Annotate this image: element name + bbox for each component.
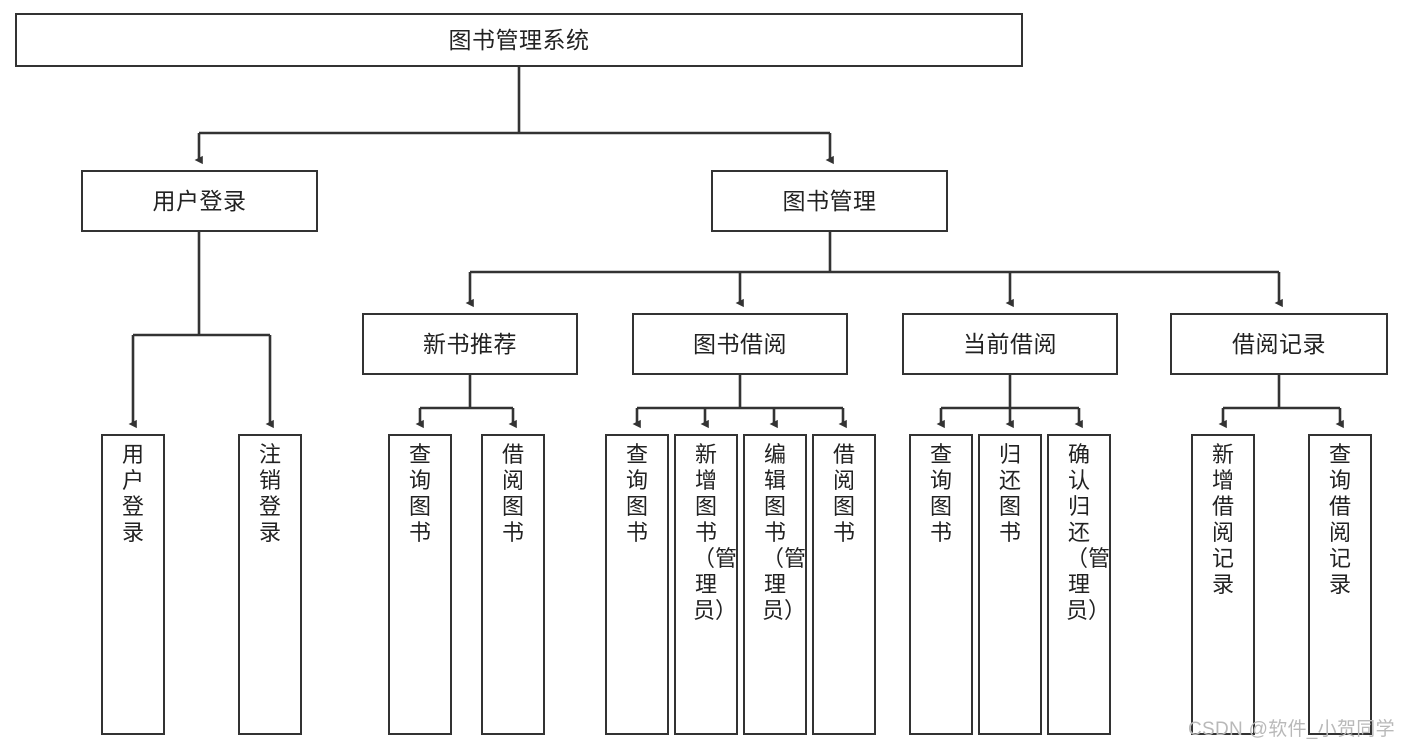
leaf-record-query-record[interactable]: 查询借阅记录 <box>1308 434 1372 735</box>
leaf-borrow-borrow-book[interactable]: 借阅图书 <box>812 434 876 735</box>
node-book-borrow[interactable]: 图书借阅 <box>632 313 848 375</box>
node-root-system[interactable]: 图书管理系统 <box>15 13 1023 67</box>
node-label: 用户登录 <box>152 187 247 214</box>
leaf-current-query-book[interactable]: 查询图书 <box>909 434 973 735</box>
node-label: 新书推荐 <box>423 330 517 357</box>
node-label: 确认归还（管理员） <box>1066 442 1111 623</box>
node-label: 当前借阅 <box>963 330 1057 357</box>
leaf-borrow-add-book-admin[interactable]: 新增图书（管理员） <box>674 434 738 735</box>
node-new-book-recommend[interactable]: 新书推荐 <box>362 313 578 375</box>
node-label: 新增图书（管理员） <box>693 442 738 623</box>
node-label: 图书管理 <box>782 187 877 214</box>
node-current-borrow[interactable]: 当前借阅 <box>902 313 1118 375</box>
leaf-recommend-borrow-book[interactable]: 借阅图书 <box>481 434 545 735</box>
leaf-borrow-edit-book-admin[interactable]: 编辑图书（管理员） <box>743 434 807 735</box>
node-label: 查询图书 <box>625 442 648 545</box>
node-label: 用户登录 <box>121 442 144 545</box>
leaf-record-add-record[interactable]: 新增借阅记录 <box>1191 434 1255 735</box>
leaf-user-login-logout[interactable]: 注销登录 <box>238 434 302 735</box>
node-label: 查询图书 <box>929 442 952 545</box>
leaf-borrow-query-book[interactable]: 查询图书 <box>605 434 669 735</box>
node-borrow-record[interactable]: 借阅记录 <box>1170 313 1388 375</box>
node-label: 借阅图书 <box>832 442 855 545</box>
leaf-user-login-login[interactable]: 用户登录 <box>101 434 165 735</box>
leaf-current-confirm-return-admin[interactable]: 确认归还（管理员） <box>1047 434 1111 735</box>
node-label: 查询借阅记录 <box>1328 442 1351 597</box>
node-book-management[interactable]: 图书管理 <box>711 170 948 232</box>
watermark-text: CSDN @软件_小贺同学 <box>1188 719 1395 740</box>
node-label: 新增借阅记录 <box>1211 442 1234 597</box>
node-label: 借阅图书 <box>501 442 524 545</box>
leaf-current-return-book[interactable]: 归还图书 <box>978 434 1042 735</box>
node-label: 查询图书 <box>408 442 431 545</box>
leaf-recommend-query-book[interactable]: 查询图书 <box>388 434 452 735</box>
node-label: 借阅记录 <box>1232 330 1326 357</box>
node-label: 归还图书 <box>998 442 1021 545</box>
node-label: 图书管理系统 <box>448 26 590 53</box>
node-label: 注销登录 <box>258 442 281 545</box>
node-label: 编辑图书（管理员） <box>762 442 807 623</box>
node-label: 图书借阅 <box>693 330 787 357</box>
node-user-login[interactable]: 用户登录 <box>81 170 318 232</box>
